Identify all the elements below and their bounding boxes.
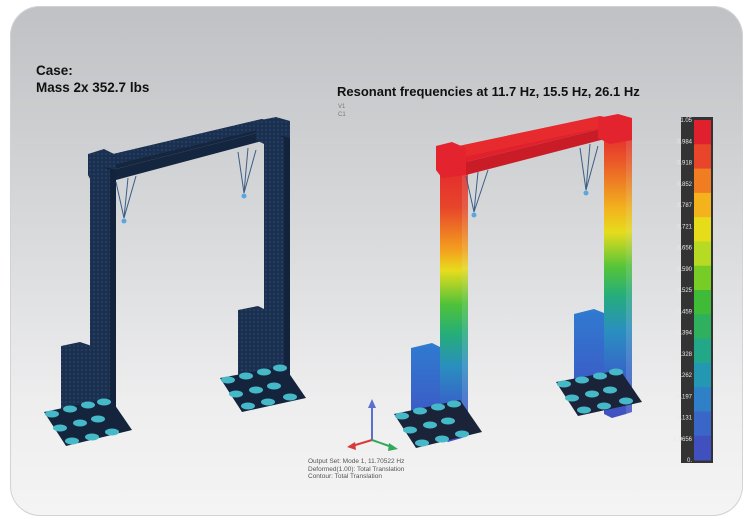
legend-tick-label: 0.0656 bbox=[674, 437, 693, 443]
legend-tick-label: 0.590 bbox=[677, 267, 693, 273]
axis-triad-icon bbox=[347, 399, 398, 451]
legend-band bbox=[694, 314, 711, 340]
legend-tick-label: 0.197 bbox=[677, 394, 693, 400]
legend-tick-label: 0.394 bbox=[677, 331, 693, 337]
legend-band bbox=[694, 265, 711, 291]
legend-tick-label: 0.525 bbox=[677, 288, 693, 294]
legend-tick-label: 0.721 bbox=[677, 224, 693, 230]
output-set-readout: Output Set: Mode 1, 11.70522 Hz Deformed… bbox=[308, 458, 404, 481]
legend-tick-label: 0. bbox=[687, 458, 692, 464]
legend-band bbox=[694, 241, 711, 267]
readout-line3: Contour: Total Translation bbox=[308, 473, 382, 480]
readout-line1: Output Set: Mode 1, 11.70522 Hz bbox=[308, 458, 405, 465]
contour-legend: 1.05 0.984 0.918 0.852 0.787 0.721 0.656 0.590 0… bbox=[674, 117, 713, 464]
legend-band bbox=[694, 411, 711, 437]
readout-line2: Deformed(1.00): Total Translation bbox=[308, 465, 405, 473]
legend-tick-label: 0.328 bbox=[677, 352, 693, 358]
support-footings-left bbox=[45, 364, 297, 445]
legend-band bbox=[694, 144, 711, 170]
legend-tick-label: 0.262 bbox=[677, 373, 693, 379]
legend-tick-label: 0.984 bbox=[677, 139, 693, 145]
view-label-c1: C1 bbox=[338, 112, 346, 118]
legend-band bbox=[694, 362, 711, 388]
legend-tick-label: 0.459 bbox=[677, 309, 693, 315]
deformed-frame-contour bbox=[394, 114, 642, 448]
legend-tick-label: 0.656 bbox=[677, 246, 693, 252]
resonant-frequencies-title: Resonant frequencies at 11.7 Hz, 15.5 Hz… bbox=[337, 84, 640, 99]
legend-band bbox=[694, 217, 711, 242]
legend-band bbox=[694, 192, 711, 218]
support-footings-right bbox=[395, 368, 633, 447]
legend-band bbox=[694, 120, 711, 145]
legend-tick-label: 0.918 bbox=[677, 161, 693, 167]
case-label-line1: Case: bbox=[36, 63, 73, 78]
legend-tick-label: 0.852 bbox=[677, 182, 693, 188]
case-label: Case: Mass 2x 352.7 lbs bbox=[36, 62, 149, 96]
undeformed-frame bbox=[44, 117, 306, 446]
legend-tick-label: 0.787 bbox=[677, 203, 693, 209]
legend-band bbox=[694, 338, 711, 364]
legend-band bbox=[694, 290, 711, 315]
view-label-v1: V1 bbox=[338, 104, 346, 110]
legend-band bbox=[694, 168, 711, 194]
legend-tick-label: 1.05 bbox=[680, 118, 692, 124]
case-label-line2: Mass 2x 352.7 lbs bbox=[36, 80, 150, 95]
legend-band bbox=[694, 435, 711, 461]
legend-tick-label: 0.131 bbox=[677, 416, 693, 422]
legend-band bbox=[694, 387, 711, 412]
